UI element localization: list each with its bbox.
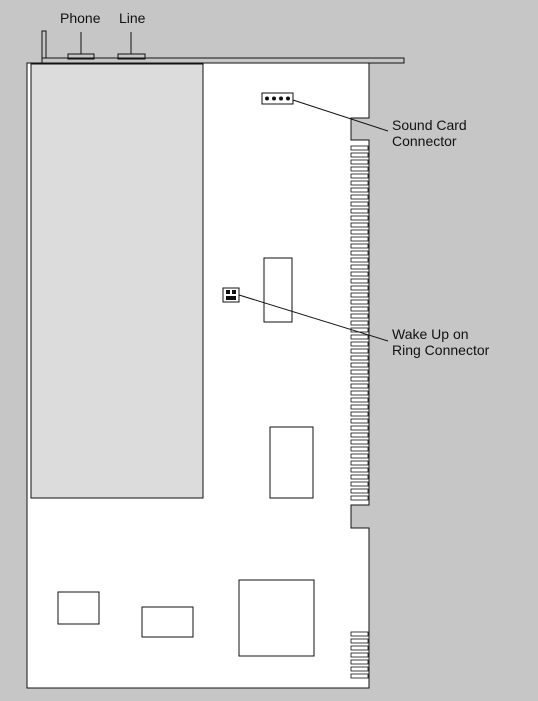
edge-finger — [350, 362, 369, 368]
chip-medium — [269, 426, 314, 499]
edge-finger — [350, 159, 369, 165]
edge-finger — [350, 264, 369, 270]
edge-finger — [350, 673, 369, 679]
edge-finger — [350, 383, 369, 389]
edge-finger — [350, 638, 369, 644]
edge-finger — [350, 334, 369, 340]
edge-finger — [350, 278, 369, 284]
edge-finger — [350, 481, 369, 487]
edge-finger — [350, 425, 369, 431]
edge-finger — [350, 411, 369, 417]
edge-finger — [350, 488, 369, 494]
edge-finger — [350, 348, 369, 354]
edge-finger — [350, 292, 369, 298]
edge-finger — [350, 418, 369, 424]
edge-finger — [350, 446, 369, 452]
edge-finger — [350, 306, 369, 312]
sound-card-label-line2: Connector — [392, 133, 457, 149]
edge-finger — [350, 313, 369, 319]
edge-finger — [350, 369, 369, 375]
edge-finger — [350, 666, 369, 672]
wake-up-label-line1: Wake Up on — [392, 326, 469, 342]
edge-finger — [350, 201, 369, 207]
edge-finger — [350, 243, 369, 249]
edge-finger — [350, 215, 369, 221]
chip-large — [238, 579, 315, 657]
edge-finger — [350, 180, 369, 186]
edge-finger — [350, 187, 369, 193]
edge-finger — [350, 474, 369, 480]
edge-finger — [350, 194, 369, 200]
mounting-bracket — [41, 30, 405, 64]
edge-finger — [350, 460, 369, 466]
edge-connector — [350, 145, 369, 679]
wake-up-leader — [238, 294, 389, 342]
edge-finger — [350, 432, 369, 438]
edge-finger — [350, 145, 369, 151]
edge-finger — [350, 495, 369, 501]
phone-label: Phone — [60, 10, 101, 26]
edge-finger — [350, 652, 369, 658]
chip-small-middle — [141, 606, 194, 638]
edge-finger — [350, 404, 369, 410]
sound-card-connector — [261, 92, 294, 105]
edge-finger — [350, 439, 369, 445]
edge-finger — [350, 299, 369, 305]
chip-small-left — [57, 591, 100, 625]
edge-finger — [350, 320, 369, 326]
wake-up-label-line2: Ring Connector — [392, 342, 490, 358]
sound-card-leader — [292, 99, 389, 132]
edge-finger — [350, 645, 369, 651]
edge-finger — [350, 355, 369, 361]
edge-finger — [350, 631, 369, 637]
edge-finger — [350, 285, 369, 291]
line-jack — [117, 32, 146, 60]
edge-finger — [350, 467, 369, 473]
chip-vertical — [263, 257, 293, 323]
edge-finger — [350, 257, 369, 263]
phone-jack — [67, 32, 95, 60]
edge-finger — [350, 397, 369, 403]
edge-finger — [350, 236, 369, 242]
sound-card-label-line1: Sound Card — [392, 117, 467, 133]
edge-finger — [350, 659, 369, 665]
line-label: Line — [119, 10, 146, 26]
edge-finger — [350, 453, 369, 459]
edge-finger — [350, 376, 369, 382]
wake-up-connector — [222, 287, 240, 303]
edge-finger — [350, 166, 369, 172]
edge-finger — [350, 390, 369, 396]
edge-finger — [350, 229, 369, 235]
rf-shield — [30, 63, 204, 499]
edge-finger — [350, 341, 369, 347]
edge-finger — [350, 271, 369, 277]
edge-finger — [350, 222, 369, 228]
edge-finger — [350, 152, 369, 158]
edge-finger — [350, 208, 369, 214]
edge-finger — [350, 250, 369, 256]
edge-finger — [350, 173, 369, 179]
